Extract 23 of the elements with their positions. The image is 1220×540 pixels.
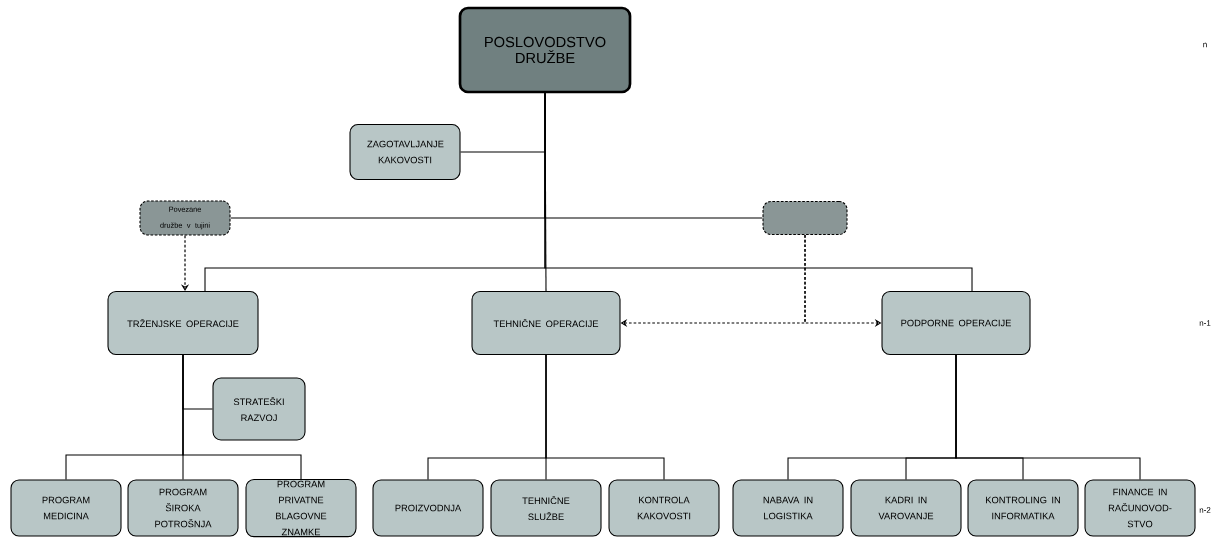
department-box: KADRI IN VAROVANJE	[850, 479, 962, 537]
department-box: TRŽENJSKE OPERACIJE	[107, 291, 259, 355]
department-box: PODPORNE OPERACIJE	[881, 291, 1031, 355]
department-box: PROIZVODNJA	[372, 479, 484, 537]
department-box: STRATEŠKI RAZVOJ	[212, 377, 306, 441]
department-box: NABAVA IN LOGISTIKA	[732, 479, 844, 537]
department-box: KONTROLING IN INFORMATIKA	[967, 479, 1079, 537]
management-box: POSLOVODSTVO DRUŽBE	[458, 6, 632, 94]
department-box: TEHNIČNE SLUŽBE	[490, 479, 602, 537]
connector	[182, 354, 302, 480]
level-label: n-1	[1199, 320, 1211, 326]
department-box: ZAGOTAVLJANJE KAKOVOSTI	[349, 124, 461, 180]
dashed-box	[762, 200, 848, 236]
level-label: n	[1203, 42, 1207, 48]
department-box: KONTROLA KAKOVOSTI	[608, 479, 720, 537]
department-box: TEHNIČNE OPERACIJE	[471, 291, 621, 355]
connector	[545, 354, 665, 480]
department-box: PROGRAM PRIVATNE BLAGOVNE ZNAMKE	[245, 478, 357, 538]
department-box: FINANCE IN RAČUNOVOD- STVO	[1084, 479, 1196, 537]
department-box: PROGRAM ŠIROKA POTROŠNJA	[127, 479, 239, 537]
connector	[955, 354, 1141, 480]
connector	[544, 92, 973, 292]
department-box: PROGRAM MEDICINA	[10, 479, 122, 537]
